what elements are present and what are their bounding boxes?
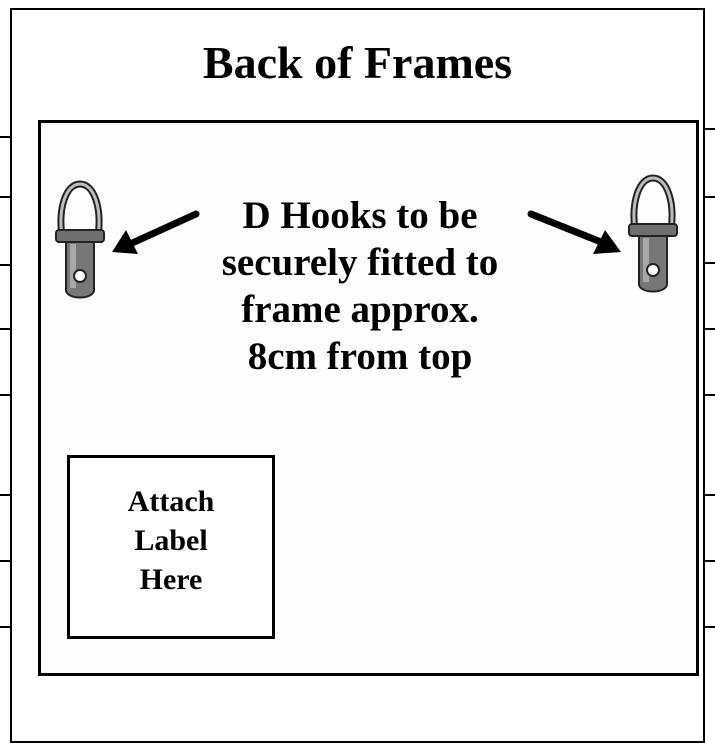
margin-tick <box>0 494 12 496</box>
hook-instructions: D Hooks to be securely fitted to frame a… <box>150 192 570 380</box>
margin-tick <box>703 394 715 396</box>
label-line: Here <box>139 563 203 596</box>
margin-tick <box>703 494 715 496</box>
margin-tick <box>703 560 715 562</box>
diagram-title: Back of Frames <box>202 37 513 88</box>
d-hook-left-graphic <box>55 180 105 299</box>
d-hook-right-graphic <box>628 174 678 293</box>
d-hook-icon <box>625 172 681 302</box>
margin-tick <box>0 626 12 628</box>
instruction-line: frame approx. <box>241 288 479 331</box>
instruction-line: D Hooks to be <box>242 194 478 237</box>
page-border <box>10 8 705 743</box>
margin-tick <box>0 328 12 330</box>
margin-tick <box>703 128 715 130</box>
instruction-line: 8cm from top <box>247 335 473 378</box>
margin-tick <box>0 264 12 266</box>
arrow-right-icon <box>527 210 621 254</box>
instruction-line: securely fitted to <box>221 241 499 284</box>
margin-tick <box>0 394 12 396</box>
margin-tick <box>0 136 12 138</box>
d-hook-icon <box>52 178 108 308</box>
arrow-left-icon <box>112 210 200 254</box>
label-area-text: Attach Label Here <box>70 482 272 599</box>
margin-tick <box>0 560 12 562</box>
label-area: Attach Label Here <box>67 455 275 639</box>
label-line: Label <box>134 524 208 557</box>
margin-tick <box>703 626 715 628</box>
margin-tick <box>703 328 715 330</box>
margin-tick <box>703 196 715 198</box>
margin-tick <box>703 262 715 264</box>
label-line: Attach <box>127 485 215 518</box>
margin-tick <box>0 196 12 198</box>
